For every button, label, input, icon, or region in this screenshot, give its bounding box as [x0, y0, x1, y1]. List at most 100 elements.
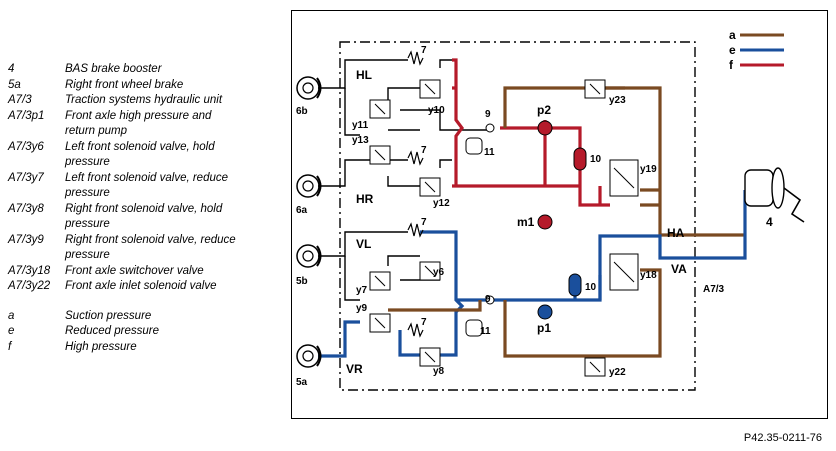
diagram-frame [291, 10, 828, 419]
label-m1: m1 [517, 215, 535, 229]
label-7-c: 7 [421, 217, 427, 228]
label-7-b: 7 [421, 145, 427, 156]
valve-y7 [369, 271, 391, 291]
figure-reference: P42.35-0211-76 [743, 432, 822, 444]
legend-item: A7/3y18 Front axle switchover valve [8, 264, 278, 280]
legend-description: BAS brake booster [65, 63, 162, 75]
label-7-a: 7 [421, 45, 427, 56]
suction-line-lower [503, 268, 662, 358]
valve-y23 [584, 79, 606, 99]
valve-y12 [419, 177, 441, 197]
label-y6: y6 [433, 267, 445, 278]
label-9-upper: 9 [485, 109, 491, 120]
legend-description: Front axle inlet solenoid valve [65, 280, 217, 292]
wheel-brake-5b [296, 244, 322, 268]
label-y19: y19 [640, 164, 657, 175]
label-p1: p1 [537, 321, 551, 335]
lower-circuit [296, 190, 747, 377]
pump-p1 [537, 304, 553, 320]
legend-code: a [8, 309, 15, 322]
valve-y11 [369, 99, 391, 119]
legend-code: f [8, 340, 12, 353]
valve-y18 [609, 253, 639, 291]
label-y18: y18 [640, 270, 657, 281]
bas-brake-booster [744, 167, 805, 223]
label-10-lower: 10 [585, 282, 597, 293]
legend-description: Reduced pressure [65, 325, 159, 337]
label-y12: y12 [433, 198, 450, 209]
valve-y22 [584, 357, 606, 377]
wheel-brake-5a [296, 344, 322, 368]
legend-code: 5a [8, 78, 21, 91]
legend-pressure-item: f High pressure [8, 340, 278, 356]
legend-description: High pressure [65, 340, 137, 353]
label-y9: y9 [356, 303, 368, 314]
legend-code: A7/3y8 [8, 202, 44, 215]
label-VL: VL [356, 237, 371, 251]
label-11-lower: 11 [480, 326, 491, 337]
wheel-brake-6b [296, 76, 322, 100]
label-booster-4: 4 [766, 215, 773, 229]
legend-description: Traction systems hydraulic unit [65, 94, 223, 106]
label-5a: 5a [296, 377, 308, 388]
key-label-f: f [729, 58, 734, 72]
label-HL: HL [356, 68, 372, 82]
accumulator-11-lower [465, 319, 483, 337]
label-VR: VR [346, 362, 363, 376]
label-HA: HA [667, 226, 685, 240]
valve-y8 [419, 347, 441, 367]
accumulator-11-upper [465, 137, 483, 155]
pump-p2 [537, 120, 553, 136]
label-7-d: 7 [421, 317, 427, 328]
legend-item: A7/3y22 Front axle inlet solenoid valve [8, 279, 278, 295]
legend-code: A7/3y9 [8, 233, 44, 246]
check-valve-9-upper [485, 123, 495, 133]
legend-code: A7/3p1 [8, 109, 45, 122]
valve-y13 [369, 145, 391, 165]
legend-code: A7/3y7 [8, 171, 44, 184]
label-9-lower: 9 [485, 294, 491, 305]
legend-description: Front axle switchover valve [65, 264, 204, 277]
legend-pressure-item: a Suction pressure [8, 309, 278, 325]
label-y11: y11 [352, 120, 369, 131]
legend-code: A7/3 [8, 94, 32, 106]
label-11-upper: 11 [484, 147, 495, 158]
check-valve-9-lower [485, 295, 495, 305]
legend-code: A7/3y6 [8, 140, 44, 153]
legend-code: e [8, 325, 15, 337]
label-y10: y10 [428, 105, 445, 116]
valve-y9 [369, 313, 391, 333]
label-y13: y13 [352, 135, 369, 146]
wheel-brake-6a [296, 174, 322, 198]
label-6b: 6b [296, 106, 308, 117]
valve-y10 [419, 79, 441, 99]
legend-pressure-item: e Reduced pressure [8, 324, 278, 340]
color-key: a e f [729, 28, 784, 72]
label-y8: y8 [433, 366, 445, 377]
suction-line-upper [503, 86, 745, 237]
label-p2: p2 [537, 103, 551, 117]
spring-7-lower-b [407, 322, 424, 338]
label-y22: y22 [609, 367, 626, 378]
legend-code: A7/3y18 [8, 264, 51, 277]
damper-10-upper [573, 147, 587, 171]
upper-circuit [296, 50, 745, 237]
label-y23: y23 [609, 95, 626, 106]
legend-code: A7/3y22 [8, 280, 51, 292]
damper-10-lower [568, 273, 582, 297]
key-label-e: e [729, 43, 736, 57]
valve-y19 [609, 159, 639, 197]
legend-description: Suction pressure [65, 309, 152, 322]
unit-boundary [339, 41, 696, 391]
legend-item: 4 BAS brake booster [8, 62, 278, 78]
legend-code: 4 [8, 63, 15, 75]
